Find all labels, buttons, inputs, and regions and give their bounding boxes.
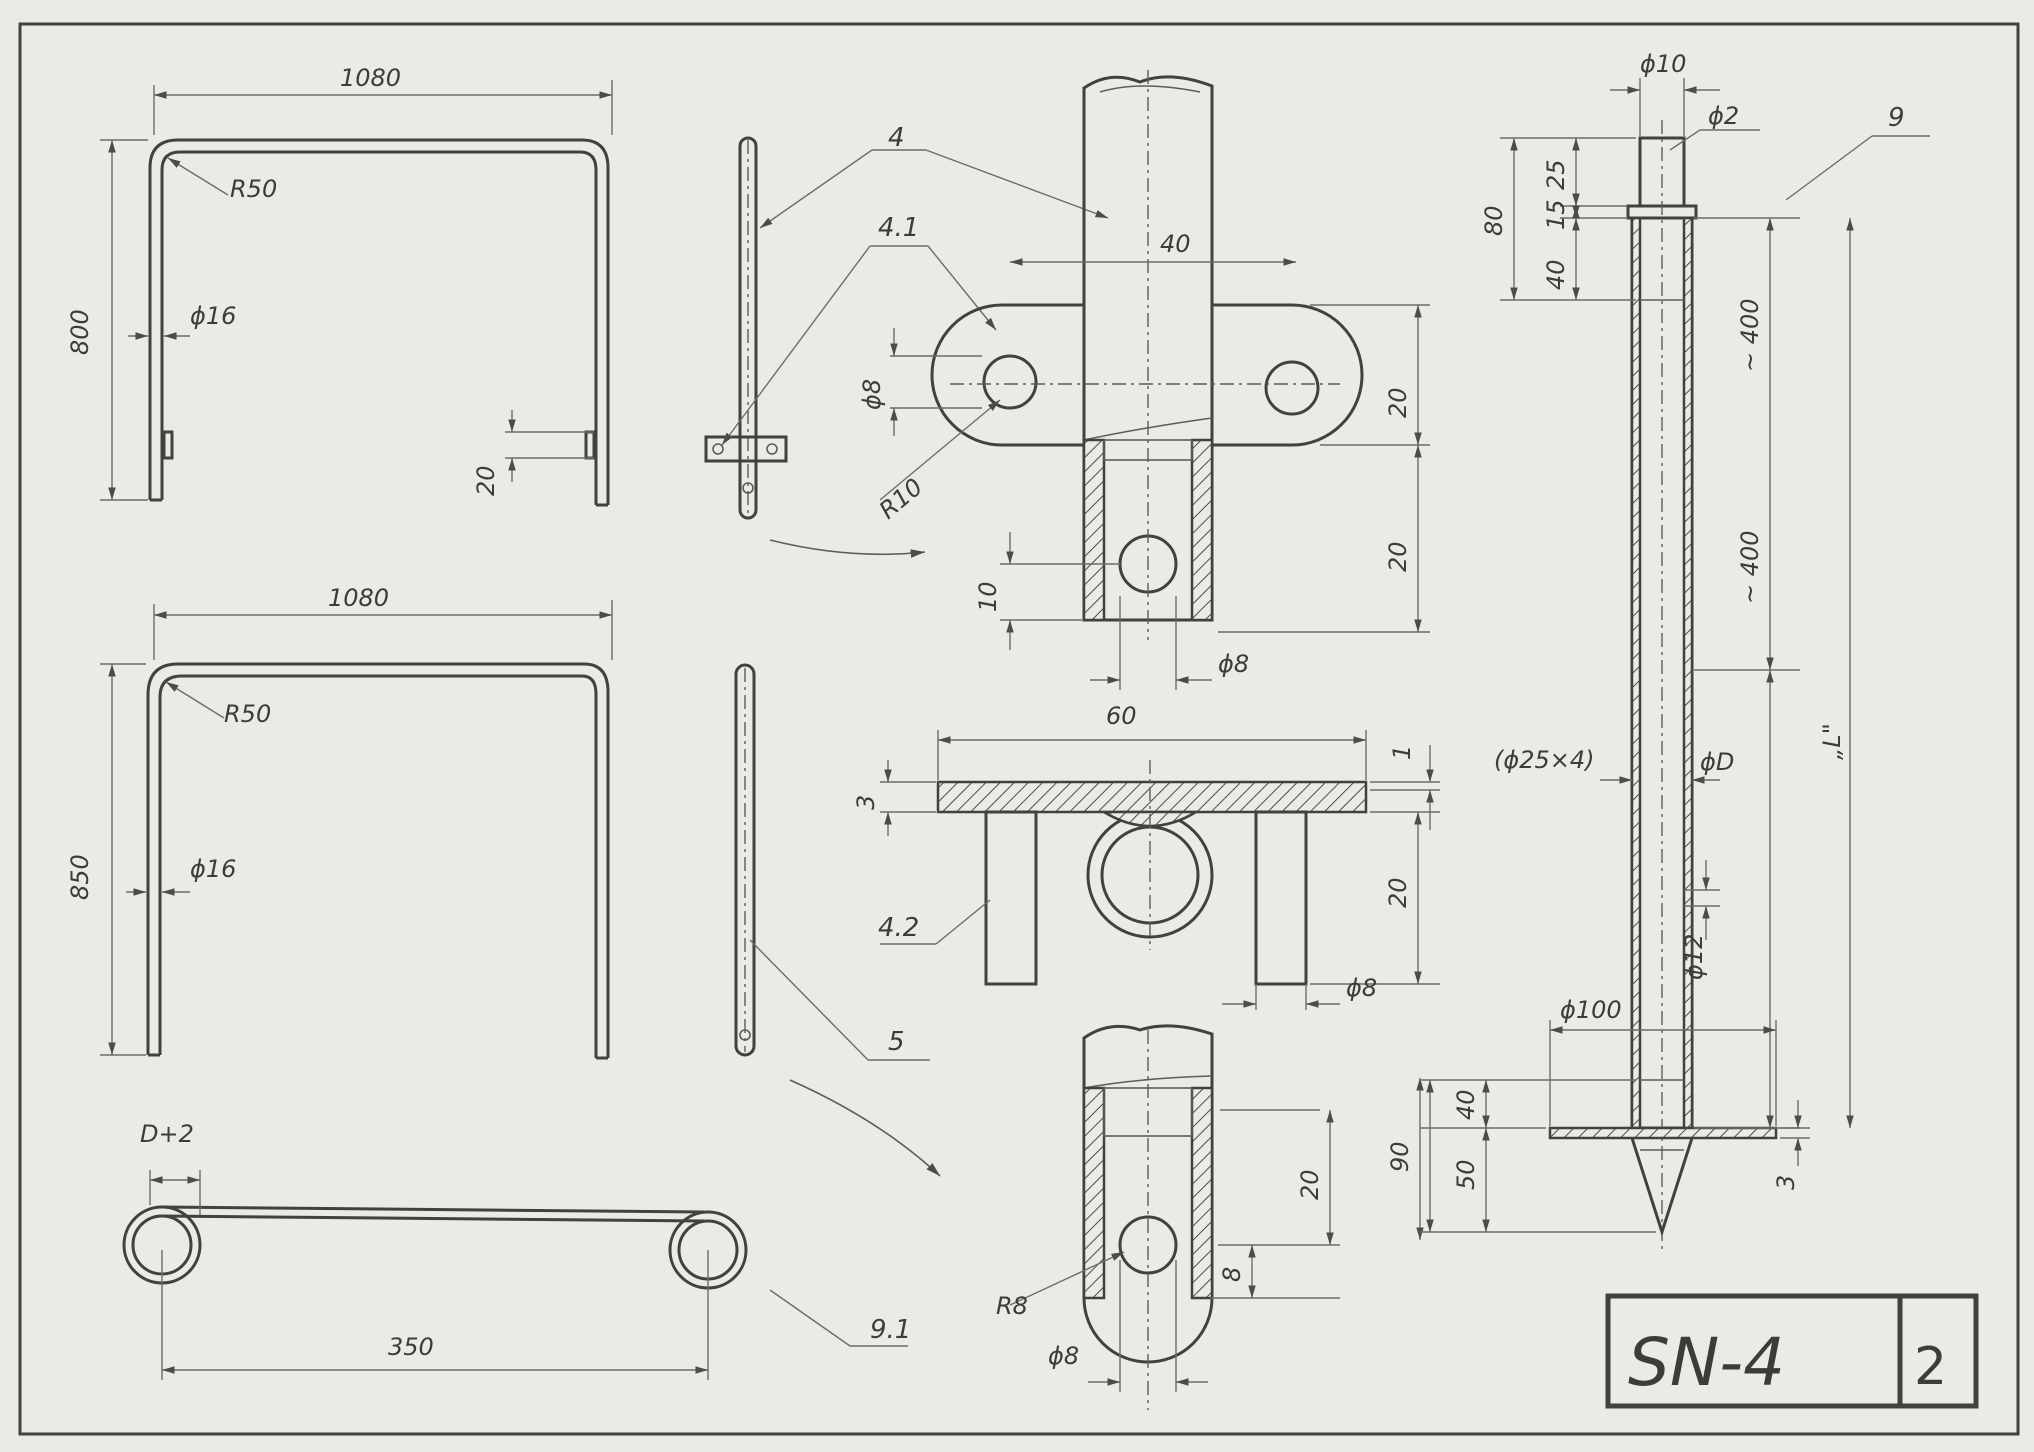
end-90-label: 90 (1386, 1141, 1414, 1172)
stake: ϕ10 ϕ2 25 15 40 80 ~ 400 ~ 400 „L" 9 (ϕ2… (1420, 50, 1930, 1250)
rod-4-side (704, 136, 926, 558)
stake-15-label: 15 (1542, 199, 1570, 230)
plate-width-label: 60 (1106, 702, 1137, 730)
part-9-label: 9 (1888, 103, 1905, 133)
frame1-width-label: 1080 (340, 64, 401, 92)
stake-25-label: 25 (1542, 159, 1570, 190)
sheet-border (18, 22, 2020, 1436)
tube-end: 20 8 90 R8 ϕ8 (996, 1024, 1424, 1410)
sheet-page-number: 2 (1914, 1337, 1947, 1397)
stake-b40-label: 40 (1452, 1089, 1480, 1120)
plate-h-label: 20 (1384, 877, 1412, 908)
frame2-width-label: 1080 (328, 584, 389, 612)
frame2-diam-label: ϕ16 (190, 855, 236, 883)
end-r8-label: R8 (996, 1292, 1028, 1320)
stake-400a-label: ~ 400 (1736, 298, 1764, 372)
stake-pin-label: ϕ2 (1708, 102, 1739, 130)
plate-section: 60 3 1 20 ϕ8 4.2 (852, 702, 1440, 1010)
end-20-label: 20 (1296, 1169, 1324, 1200)
tube-10-label: 10 (974, 581, 1002, 612)
stake-12-label: ϕ12 (1680, 934, 1708, 980)
spring-length-label: 350 (388, 1333, 434, 1361)
part-5-label: 5 (888, 1027, 905, 1057)
lug-h2-label: 20 (1384, 541, 1412, 572)
spring-gap-label: D+2 (140, 1120, 194, 1148)
plate-gap-label: 1 (1388, 745, 1416, 760)
part-91-label: 9.1 (870, 1315, 911, 1345)
end-8-label: 8 (1218, 1267, 1246, 1282)
lug-hole-label: ϕ8 (858, 379, 886, 410)
sheet-code: SN-4 (1628, 1324, 1785, 1401)
frame-1: 1080 R50 800 ϕ16 20 (66, 64, 613, 507)
frame1-tab-label: 20 (472, 465, 500, 496)
frame1-diam-label: ϕ16 (190, 302, 236, 330)
part-4-label: 4 (888, 123, 905, 153)
stake-L-label: „L" (1818, 723, 1846, 760)
stake-100-label: ϕ100 (1560, 996, 1622, 1024)
part-41-label: 4.1 (878, 213, 919, 243)
frame1-height-label: 800 (66, 309, 94, 355)
part-42-label: 4.2 (878, 913, 919, 943)
lug-width-label: 40 (1160, 230, 1191, 258)
lug-radius-label: R10 (874, 473, 928, 525)
stake-400b-label: ~ 400 (1736, 530, 1764, 604)
plate-thk-label: 3 (852, 795, 880, 810)
stake-b50-label: 50 (1452, 1159, 1480, 1190)
frame-2: 1080 R50 850 ϕ16 (66, 584, 613, 1060)
stake-80-label: 80 (1480, 205, 1508, 236)
stake-40-label: 40 (1542, 259, 1570, 290)
title-block: SN-4 2 (1605, 1293, 1979, 1409)
stake-D-label: ϕD (1700, 748, 1734, 776)
stake-tube-label: (ϕ25×4) (1494, 746, 1594, 774)
stake-b3-label: 3 (1772, 1175, 1800, 1190)
stake-top-diam-label: ϕ10 (1640, 50, 1686, 78)
lug-h1-label: 20 (1384, 387, 1412, 418)
tube-with-lugs: 40 ϕ8 R10 20 20 10 ϕ8 (858, 70, 1430, 690)
rod-5-side: 5 (734, 663, 941, 1177)
frame2-radius-label: R50 (224, 700, 271, 728)
pin-diam-label: ϕ8 (1346, 974, 1377, 1002)
tube-hole-label: ϕ8 (1218, 650, 1249, 678)
spring-clip: D+2 350 9.1 (122, 1120, 911, 1380)
part-4-callouts: 4 4.1 (721, 123, 1109, 446)
frame1-radius-label: R50 (230, 175, 277, 203)
frame2-height-label: 850 (66, 854, 94, 900)
end-hole-label: ϕ8 (1048, 1342, 1079, 1370)
